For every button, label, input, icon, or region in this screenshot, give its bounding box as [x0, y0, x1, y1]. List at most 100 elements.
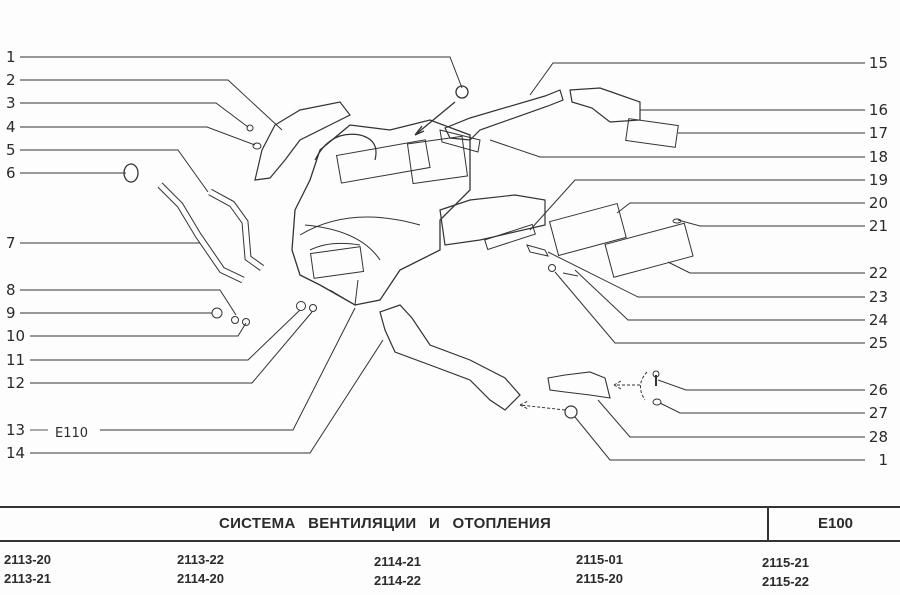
callout-7: 7: [6, 234, 16, 252]
part-hose-upper-inner: [208, 189, 264, 271]
leader-line-1: [20, 56, 463, 89]
callout-4: 4: [6, 118, 16, 136]
leader-line-5: [20, 149, 209, 193]
part-bulb: [526, 244, 549, 257]
callout-25: 25: [868, 334, 888, 352]
callout-2: 2: [6, 71, 16, 89]
assembly-arrow-bottom: [519, 400, 566, 411]
model-code: 2113-20: [4, 552, 51, 567]
part-nut-top: [455, 85, 469, 99]
leader-line-12: [30, 311, 313, 384]
callout-1: 1: [6, 48, 16, 66]
leader-line-15: [529, 62, 865, 96]
part-screw: [246, 124, 254, 132]
model-code: 2115-22: [762, 574, 809, 589]
callout-20: 20: [868, 194, 888, 212]
leader-line-25: [554, 271, 865, 344]
part-floor-duct: [379, 304, 521, 411]
part-panel: [548, 202, 627, 257]
callout-18: 18: [868, 148, 888, 166]
assembly-arrow: [414, 101, 456, 136]
leader-line-24: [574, 269, 865, 321]
section-code: E100: [767, 508, 900, 540]
part-washer-25: [548, 264, 556, 272]
callout-10: 10: [6, 327, 26, 345]
leader-line-2: [20, 79, 283, 131]
part-hose-lower-inner: [158, 183, 245, 283]
callout-9: 9: [6, 304, 16, 322]
part-nut-bottom: [564, 405, 578, 419]
leader-line-3: [20, 102, 249, 128]
leader-line-22: [667, 261, 865, 274]
part-clip: [672, 218, 682, 224]
callout-14: 14: [6, 444, 26, 462]
leader-line-26: [657, 379, 865, 391]
part-control-unit: [439, 194, 546, 246]
model-code: 2113-22: [177, 552, 224, 567]
leader-line-28: [597, 399, 865, 438]
callout-19: 19: [868, 171, 888, 189]
part-duct-top: [444, 89, 564, 141]
callout-28: 28: [868, 428, 888, 446]
part-washer-10: [242, 318, 250, 326]
callout-23: 23: [868, 288, 888, 306]
bracket-arc: [640, 371, 648, 401]
part-seal: [439, 129, 481, 153]
model-code: 2115-01: [576, 552, 623, 567]
part-side-duct: [569, 87, 641, 123]
part-lower-vent: [310, 246, 365, 279]
leader-line-1b: [574, 416, 865, 461]
part-plate: [484, 223, 536, 251]
callout-17: 17: [868, 124, 888, 142]
leader-line-8: [20, 289, 237, 316]
callout-1-bottom: 1: [878, 451, 888, 469]
part-vent-grille: [604, 222, 694, 278]
part-washer-12: [309, 304, 317, 312]
part-nozzle: [625, 118, 679, 148]
leader-line-27: [659, 402, 865, 414]
part-washer-11: [296, 301, 306, 311]
leader-line-23: [547, 251, 865, 298]
part-heater-bottom: [329, 279, 359, 306]
part-washer-27: [652, 398, 662, 406]
leader-line-11: [30, 309, 301, 361]
part-washer-8: [231, 316, 239, 324]
model-code: 2114-21: [374, 554, 421, 569]
callout-6: 6: [6, 164, 16, 182]
part-air-outlet: [335, 139, 431, 184]
callout-16: 16: [868, 101, 888, 119]
callout-3: 3: [6, 94, 16, 112]
callout-21: 21: [868, 217, 888, 235]
callout-13-dash: [30, 429, 48, 431]
leader-line-21: [677, 219, 865, 227]
model-code: 2114-22: [374, 573, 421, 588]
callout-8: 8: [6, 281, 16, 299]
part-washer: [252, 142, 262, 150]
part-clamp: [123, 163, 139, 183]
callout-12: 12: [6, 374, 26, 392]
callout-11: 11: [6, 351, 26, 369]
callout-27: 27: [868, 404, 888, 422]
model-code: 2114-20: [177, 571, 224, 586]
cross-reference-label: E110: [55, 426, 89, 441]
title-bar: СИСТЕМА ВЕНТИЛЯЦИИ И ОТОПЛЕНИЯ E100: [0, 506, 900, 542]
leader-line-14: [30, 339, 384, 454]
leader-line-10: [30, 322, 247, 337]
callout-15: 15: [868, 54, 888, 72]
callout-13: 13: [6, 421, 26, 439]
page-title: СИСТЕМА ВЕНТИЛЯЦИИ И ОТОПЛЕНИЯ: [218, 515, 552, 532]
leader-line-4: [20, 126, 256, 146]
leader-line-13: [100, 307, 356, 431]
leader-line-18: [489, 139, 865, 158]
part-hose-upper: [208, 188, 265, 271]
model-code: 2113-21: [4, 571, 51, 586]
leader-line-20: [616, 202, 865, 214]
assembly-arrow-right: [613, 380, 640, 390]
leader-line-19: [529, 179, 865, 231]
callout-24: 24: [868, 311, 888, 329]
model-code: 2115-20: [576, 571, 623, 586]
part-air-outlet-2: [406, 135, 469, 185]
part-rear-duct: [547, 371, 611, 399]
model-code: 2115-21: [762, 555, 809, 570]
part-heater-housing: [291, 119, 471, 306]
